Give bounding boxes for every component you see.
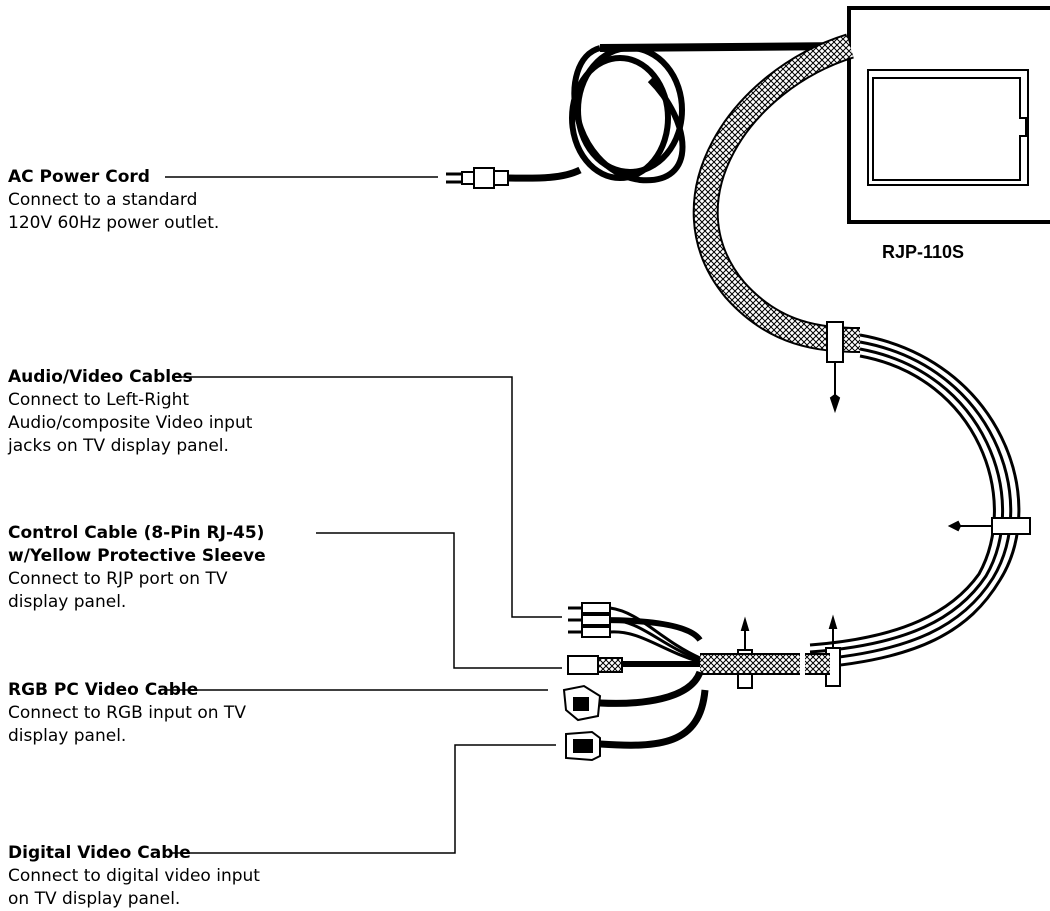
callout-desc-line: Connect to a standard: [8, 190, 198, 210]
callout-control-cable: Control Cable (8-Pin RJ-45) w/Yellow Pro…: [8, 522, 266, 614]
rj45-connector: [567, 655, 623, 675]
callout-rgb-pc-video-cable: RGB PC Video Cable Connect to RGB input …: [8, 679, 246, 748]
leader-lines: [164, 176, 562, 854]
callout-title: w/Yellow Protective Sleeve: [8, 546, 266, 566]
callout-ac-power-cord: AC Power Cord Connect to a standard 120V…: [8, 166, 219, 235]
callout-desc-line: jacks on TV display panel.: [8, 436, 229, 456]
rgb-connector: [562, 684, 602, 722]
callout-desc-line: display panel.: [8, 726, 127, 746]
callout-audio-video-cables: Audio/Video Cables Connect to Left-Right…: [8, 366, 252, 458]
rjp-110s-device: [847, 6, 1050, 224]
ac-power-cord: [504, 42, 851, 184]
callout-desc-line: Connect to Left-Right: [8, 390, 190, 410]
callout-desc-line: Audio/composite Video input: [8, 413, 253, 433]
device-name: RJP-110S: [881, 242, 965, 262]
callout-title: RGB PC Video Cable: [8, 680, 199, 700]
dvi-connector: [565, 730, 601, 762]
braided-cable-harness: [692, 33, 861, 353]
rca-connectors: [568, 602, 611, 638]
callout-title: Digital Video Cable: [8, 843, 191, 863]
connector-cables: [599, 606, 709, 749]
callout-title: AC Power Cord: [8, 167, 150, 187]
callout-desc-line: Connect to RGB input on TV: [8, 703, 246, 723]
callout-desc-line: on TV display panel.: [8, 889, 181, 909]
power-plug-icon: [446, 167, 509, 189]
callout-desc-line: display panel.: [8, 592, 127, 612]
callout-title: Audio/Video Cables: [8, 367, 193, 387]
callout-desc-line: 120V 60Hz power outlet.: [8, 213, 220, 233]
callout-desc-line: Connect to RJP port on TV: [8, 569, 228, 589]
callout-digital-video-cable: Digital Video Cable Connect to digital v…: [8, 842, 260, 911]
cable-bundle-arc: [809, 333, 1021, 670]
callout-title: Control Cable (8-Pin RJ-45): [8, 523, 265, 543]
callout-desc-line: Connect to digital video input: [8, 866, 260, 886]
